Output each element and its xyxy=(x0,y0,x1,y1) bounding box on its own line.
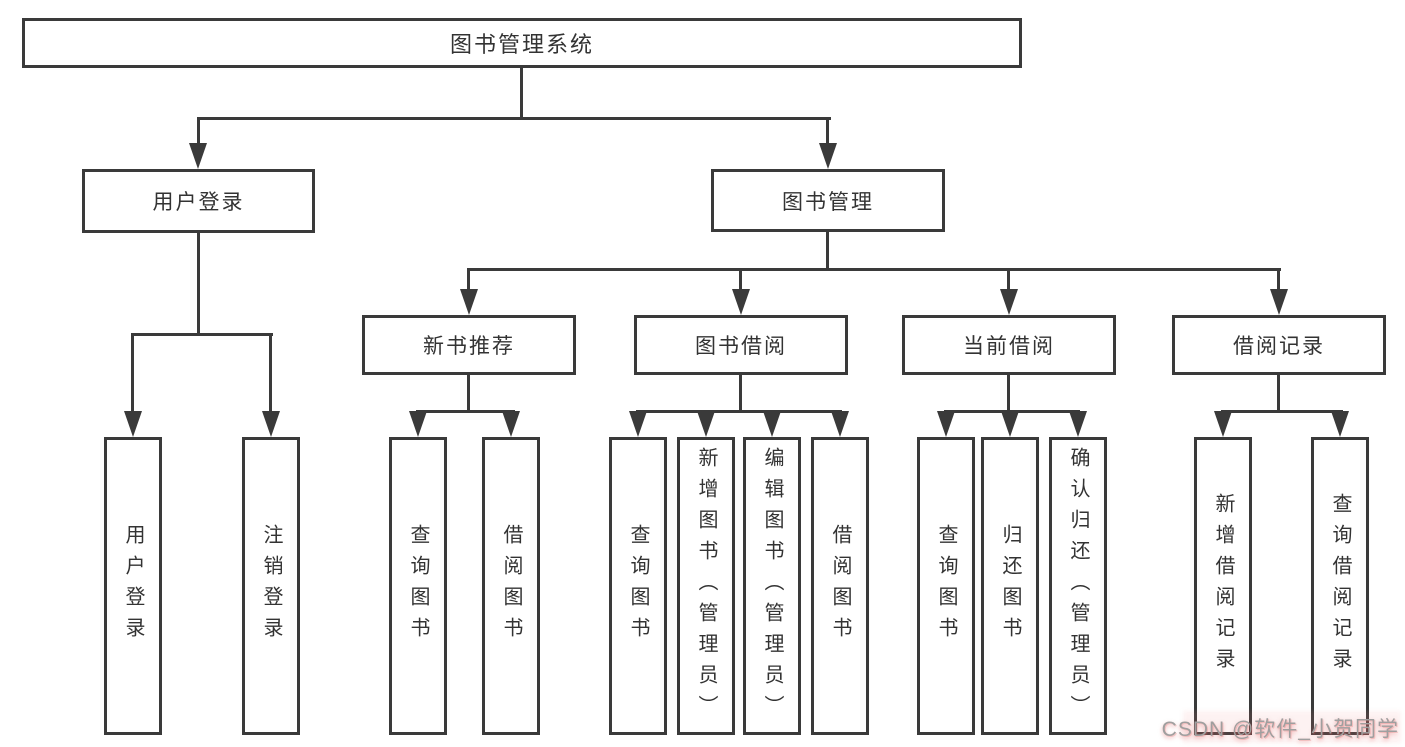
node-label: 查询图书 xyxy=(935,524,957,648)
connector-section-stem xyxy=(467,375,470,410)
connector-section-stem xyxy=(1007,375,1010,410)
arrow-down-icon xyxy=(1069,411,1087,437)
node-label: 新增借阅记录 xyxy=(1212,493,1234,679)
connector-section-stem xyxy=(1277,375,1280,410)
arrow-down-icon xyxy=(831,411,849,437)
arrow-down-icon xyxy=(697,411,715,437)
node-root: 图书管理系统 xyxy=(22,18,1022,68)
leaf-logout: 注销登录 xyxy=(242,437,300,735)
connector-root-bar xyxy=(197,117,831,120)
arrow-down-icon xyxy=(1331,411,1349,437)
arrow-down-icon xyxy=(629,411,647,437)
leaf-query-borrow-record: 查询借阅记录 xyxy=(1311,437,1369,735)
arrow-down-icon xyxy=(1001,411,1019,437)
connector-drop-line xyxy=(131,333,134,411)
connector-drop-line xyxy=(1007,268,1010,289)
node-label: 借阅图书 xyxy=(829,524,851,648)
connector-user-login-bar xyxy=(131,333,273,336)
node-book-borrow: 图书借阅 xyxy=(634,315,848,375)
leaf-query-book-1: 查询图书 xyxy=(389,437,447,735)
connector-drop-line xyxy=(467,268,470,289)
node-label: 借阅图书 xyxy=(500,524,522,648)
csdn-watermark: CSDN @软件_小贺同学 xyxy=(1161,718,1399,741)
node-label: 查询图书 xyxy=(407,524,429,648)
watermark-tint xyxy=(1183,711,1401,743)
node-label: 归还图书 xyxy=(999,524,1021,648)
arrow-down-icon xyxy=(732,289,750,315)
node-label: 查询借阅记录 xyxy=(1329,493,1351,679)
node-user-login: 用户登录 xyxy=(82,169,315,233)
arrow-down-icon xyxy=(124,411,142,437)
leaf-add-borrow-record: 新增借阅记录 xyxy=(1194,437,1252,735)
leaf-user-login: 用户登录 xyxy=(104,437,162,735)
node-current-borrow: 当前借阅 xyxy=(902,315,1116,375)
node-label: 新增图书（管理员） xyxy=(695,446,717,726)
arrow-down-icon xyxy=(763,411,781,437)
leaf-edit-book-admin: 编辑图书（管理员） xyxy=(743,437,801,735)
leaf-query-book-2: 查询图书 xyxy=(609,437,667,735)
arrow-down-icon xyxy=(502,411,520,437)
connector-drop-line xyxy=(1277,268,1280,289)
node-label: 查询图书 xyxy=(627,524,649,648)
connector-book-mgmt-stem xyxy=(826,232,829,268)
arrow-down-icon xyxy=(937,411,955,437)
node-book-mgmt: 图书管理 xyxy=(711,169,945,232)
connector-section-stem xyxy=(739,375,742,410)
node-label: 用户登录 xyxy=(122,524,144,648)
arrow-down-icon xyxy=(819,143,837,169)
arrow-down-icon xyxy=(1000,289,1018,315)
leaf-query-book-3: 查询图书 xyxy=(917,437,975,735)
node-new-book-recommend: 新书推荐 xyxy=(362,315,576,375)
arrow-down-icon xyxy=(262,411,280,437)
node-label: 确认归还（管理员） xyxy=(1067,446,1089,726)
arrow-down-icon xyxy=(409,411,427,437)
connector-drop-line xyxy=(197,117,200,144)
leaf-borrow-book-1: 借阅图书 xyxy=(482,437,540,735)
connector-section-bar xyxy=(636,410,842,413)
connector-drop-line xyxy=(826,117,829,144)
node-label: 编辑图书（管理员） xyxy=(761,446,783,726)
connector-root-stem xyxy=(520,68,523,117)
connector-drop-line xyxy=(269,333,272,411)
node-borrow-record: 借阅记录 xyxy=(1172,315,1386,375)
leaf-return-book: 归还图书 xyxy=(981,437,1039,735)
node-label: 注销登录 xyxy=(260,524,282,648)
connector-book-mgmt-bar xyxy=(467,268,1281,271)
arrow-down-icon xyxy=(189,143,207,169)
arrow-down-icon xyxy=(460,289,478,315)
arrow-down-icon xyxy=(1270,289,1288,315)
leaf-confirm-return-admin: 确认归还（管理员） xyxy=(1049,437,1107,735)
arrow-down-icon xyxy=(1214,411,1232,437)
connector-drop-line xyxy=(739,268,742,289)
leaf-borrow-book-2: 借阅图书 xyxy=(811,437,869,735)
connector-section-bar xyxy=(416,410,515,413)
leaf-add-book-admin: 新增图书（管理员） xyxy=(677,437,735,735)
connector-user-login-stem xyxy=(197,232,200,333)
connector-section-bar xyxy=(1221,410,1343,413)
